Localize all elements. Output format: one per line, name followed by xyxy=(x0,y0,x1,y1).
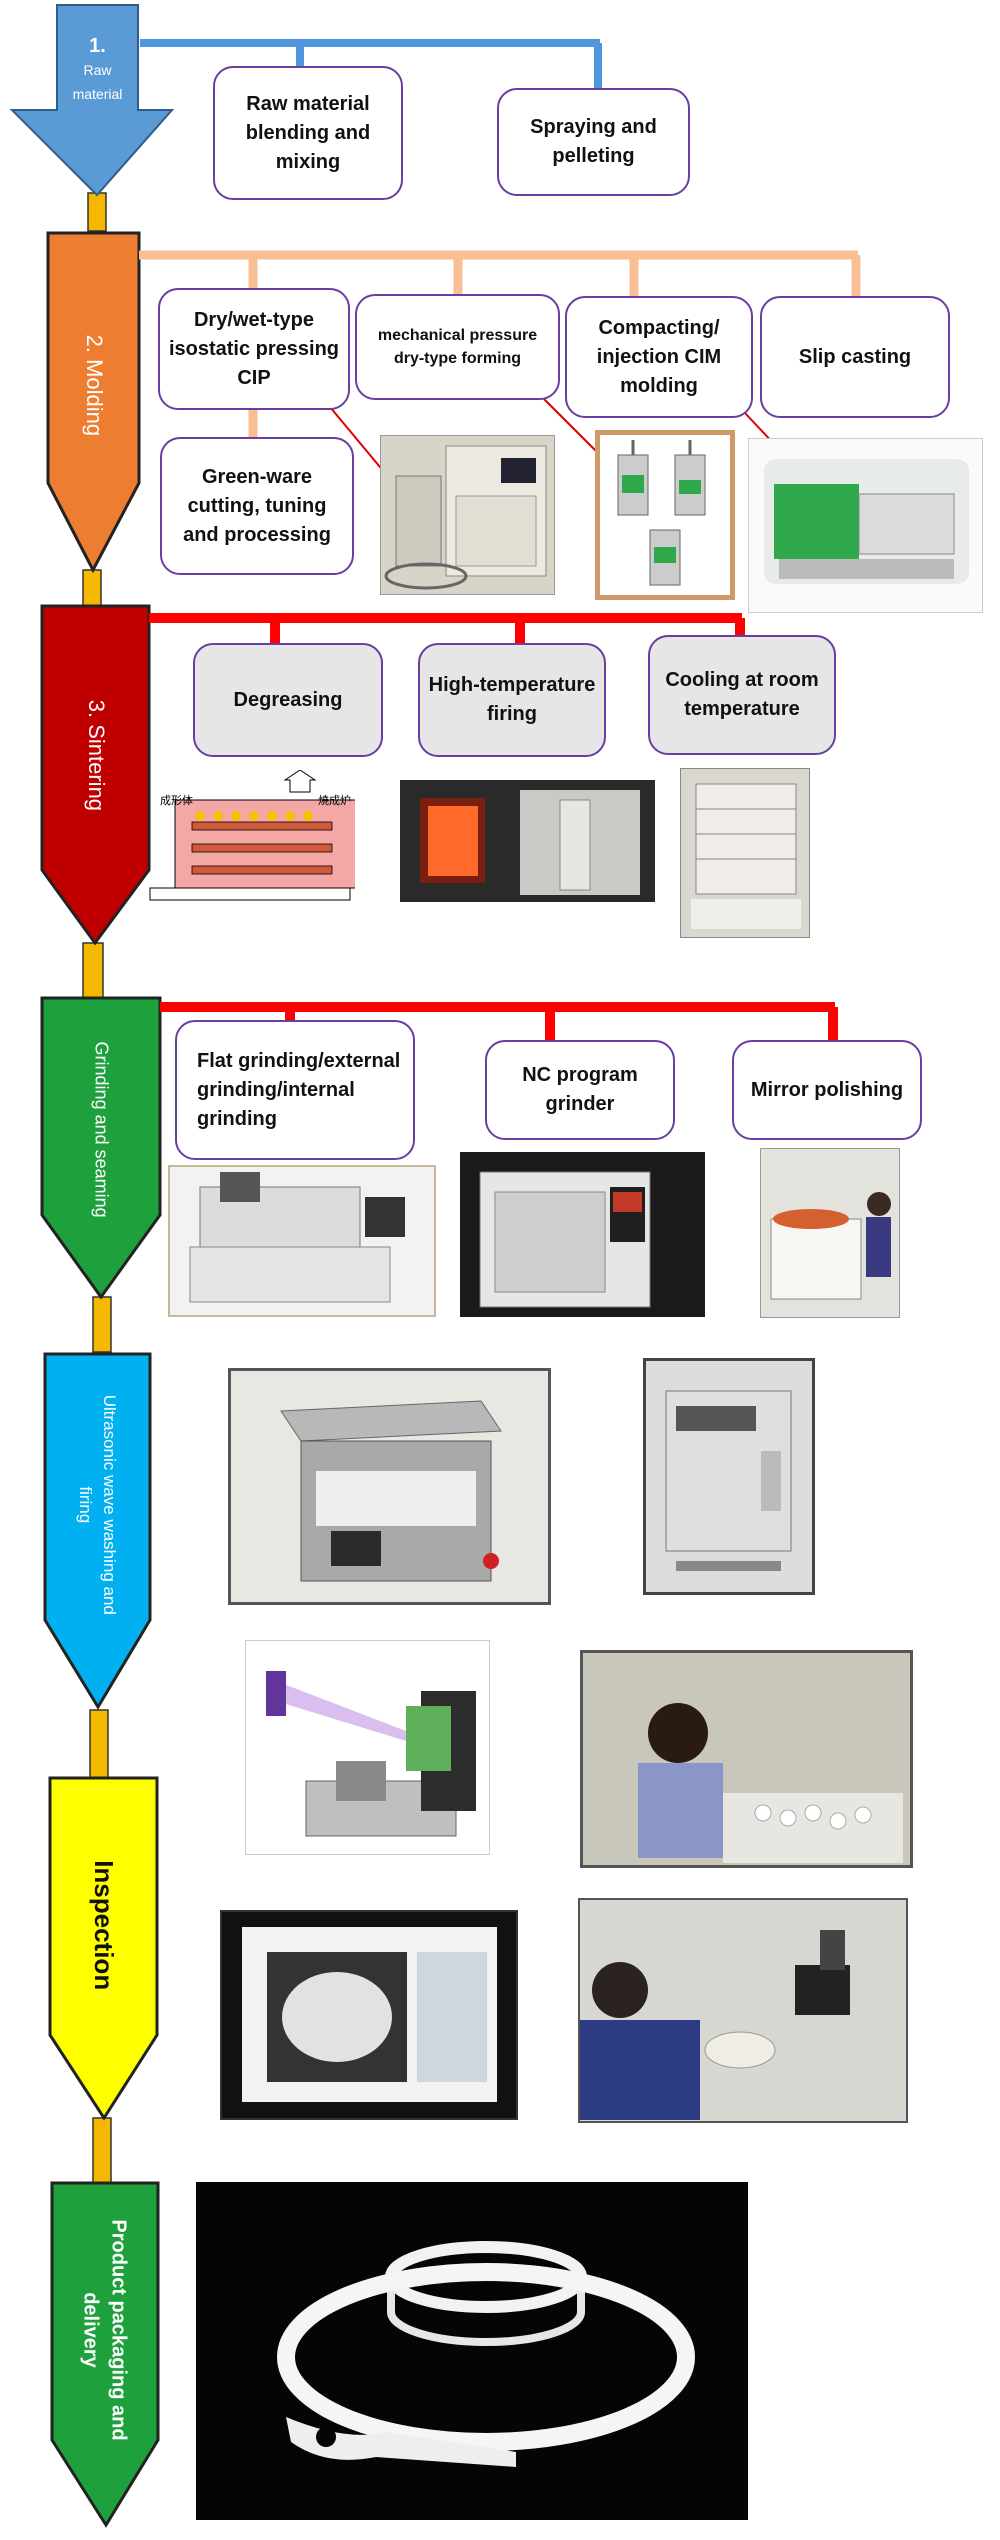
step-grinding-flat: Flat grinding/external grinding/internal… xyxy=(175,1020,415,1160)
stage-line1: Product packaging and xyxy=(108,2219,130,2441)
grinder-icon xyxy=(189,1172,405,1303)
cmm-icon xyxy=(266,1671,476,1837)
stage-label-delivery: Product packaging and delivery xyxy=(52,2195,158,2465)
ceramic-ring-icon xyxy=(277,2241,695,2467)
worker-inspection-photo xyxy=(580,1650,913,1868)
stage-label-washing: Ultrasonic wave washing and firing xyxy=(45,1365,150,1645)
step-molding-slip: Slip casting xyxy=(760,296,950,418)
step-molding-mech: mechanical pressure dry-type forming xyxy=(355,294,560,400)
stage-line2: firing xyxy=(76,1486,96,1524)
stage-number: 1. xyxy=(89,34,106,57)
furnace-label-left: 成形体 xyxy=(160,794,193,807)
slip-casting-photo xyxy=(748,438,983,613)
stage-label-raw: 1. Raw material xyxy=(57,18,138,118)
operator-icon xyxy=(580,1930,850,2120)
stage-label-sintering: 3. Sintering xyxy=(42,620,149,890)
cnc-icon xyxy=(479,1171,651,1308)
cooling-rack-photo xyxy=(680,768,810,938)
cmm-machine-photo xyxy=(245,1640,490,1855)
nc-grinder-photo xyxy=(460,1152,705,1317)
step-label: Cooling at room temperature xyxy=(665,669,819,720)
delivery-arrow xyxy=(50,2181,160,2528)
cleaner-icon xyxy=(280,1400,502,1582)
molding-arrow xyxy=(46,231,141,574)
connector-2-3 xyxy=(82,569,102,609)
step-label: Raw material blending and mixing xyxy=(245,92,371,173)
machine-icon xyxy=(381,436,554,594)
raw-material-arrow xyxy=(9,4,175,197)
operator-measuring-photo xyxy=(578,1898,908,2123)
step-label: Mirror polishing xyxy=(750,1078,904,1101)
stage-label-molding: 2. Molding xyxy=(48,240,139,530)
step-molding-cim: Compacting/ injection CIM molding xyxy=(565,296,753,418)
connector-6-7 xyxy=(92,2117,112,2184)
rack-icon xyxy=(691,783,801,929)
stage-title: 2. Molding xyxy=(81,334,107,436)
vision-monitor-photo xyxy=(220,1910,518,2120)
furnace-photo xyxy=(400,780,655,902)
step-raw-spraying: Spraying and pelleting xyxy=(497,88,690,196)
connector-3-4 xyxy=(82,942,104,999)
step-label: mechanical pressure dry-type forming xyxy=(377,326,538,367)
cip-press-photo xyxy=(380,435,555,595)
step-label: Slip casting xyxy=(798,345,912,368)
furnace-icon xyxy=(149,770,355,901)
oven-icon xyxy=(665,1390,792,1571)
step-label: Compacting/ injection CIM molding xyxy=(596,316,722,397)
furnace-diagram: 成形体 燒成炉 xyxy=(140,770,355,905)
cim-mold-diagram xyxy=(595,430,735,600)
step-label: NC program grinder xyxy=(522,1064,638,1115)
step-grinding-nc: NC program grinder xyxy=(485,1040,675,1140)
ultrasonic-cleaner-photo xyxy=(228,1368,551,1605)
step-grinding-mirror: Mirror polishing xyxy=(732,1040,922,1140)
stage-connectors xyxy=(82,192,112,2184)
connector-1-2 xyxy=(87,192,107,232)
step-molding-greenware: Green-ware cutting, tuning and processin… xyxy=(160,437,354,575)
inspection-arrow xyxy=(48,1776,159,2121)
step-molding-cip: Dry/wet-type isostatic pressing CIP xyxy=(158,288,350,410)
stage-title: 3. Sintering xyxy=(83,699,109,811)
stage-title: Ultrasonic wave washing and firing xyxy=(74,1395,122,1615)
step-label: Green-ware cutting, tuning and processin… xyxy=(183,465,331,546)
step-label: Degreasing xyxy=(233,688,343,711)
polishing-icon xyxy=(770,1192,891,1300)
sintering-arrow xyxy=(40,604,151,946)
surface-grinder-photo xyxy=(168,1165,436,1317)
stage-label-grinding: Grinding and seaming xyxy=(42,1010,160,1250)
washing-arrow xyxy=(43,1352,152,1710)
furnace-label-right: 燒成炉 xyxy=(318,794,351,807)
connector-5-6 xyxy=(89,1709,109,1779)
step-label: Flat grinding/external grinding/internal… xyxy=(197,1049,401,1130)
step-label: Spraying and pelleting xyxy=(530,116,657,167)
step-sintering-degreasing: Degreasing xyxy=(193,643,383,757)
step-label: Dry/wet-type isostatic pressing CIP xyxy=(168,308,340,389)
stage-line2: material xyxy=(72,85,123,102)
furnace-photo-icon xyxy=(400,780,655,902)
step-sintering-firing: High-temperature firing xyxy=(418,643,606,757)
ceramic-ring-product-photo xyxy=(196,2182,748,2520)
drying-oven-photo xyxy=(643,1358,815,1595)
stage-title: Inspection xyxy=(88,1859,119,1990)
step-raw-blending: Raw material blending and mixing xyxy=(213,66,403,200)
worker-icon xyxy=(583,1653,910,1865)
stage-line1: Ultrasonic wave washing and xyxy=(100,1394,120,1616)
monitor-icon xyxy=(242,1927,497,2102)
machine-icon xyxy=(764,459,969,584)
stage-line1: Raw xyxy=(83,61,112,78)
polishing-photo xyxy=(760,1148,900,1318)
step-label: High-temperature firing xyxy=(428,674,596,725)
step-sintering-cooling: Cooling at room temperature xyxy=(648,635,836,755)
mold-diagram-icon xyxy=(617,440,706,586)
connector-4-5 xyxy=(92,1296,112,1353)
stage-title: Grinding and seaming xyxy=(91,1041,112,1219)
grinding-arrow xyxy=(40,996,162,1300)
stage-line2: delivery xyxy=(80,2292,102,2368)
raw-lines xyxy=(140,39,602,88)
stage-title: Product packaging and delivery xyxy=(77,2219,133,2440)
stage-label-inspection: Inspection xyxy=(50,1790,157,2060)
